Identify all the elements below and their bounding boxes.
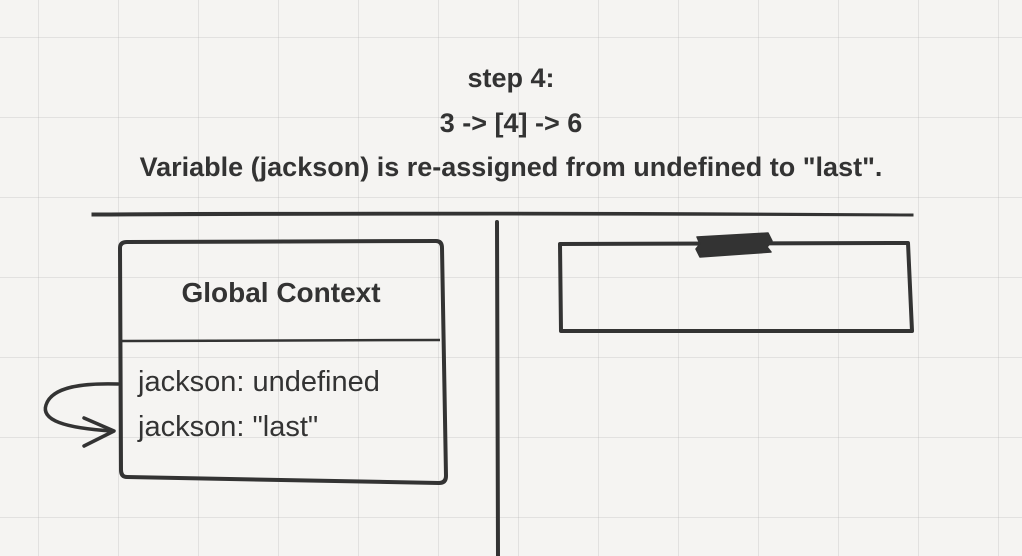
call-stack-box xyxy=(558,241,914,333)
step-title: step 4: xyxy=(467,63,555,93)
arrow-head-icon xyxy=(82,416,116,448)
global-context-title: Global Context xyxy=(181,277,381,308)
variable-entry: jacksonundefined xyxy=(138,365,380,399)
global-context-separator xyxy=(120,338,441,343)
header-divider xyxy=(91,211,914,217)
vertical-divider xyxy=(495,220,500,556)
step-sequence: 3 -> [4] -> 6 xyxy=(439,108,583,138)
variable-name: jackson xyxy=(138,411,252,443)
global-context-box xyxy=(118,239,448,485)
step-description: Variable (jackson) is re-assigned from u… xyxy=(139,152,883,182)
variable-name: jackson xyxy=(138,366,252,398)
variable-value: undefined xyxy=(252,366,380,398)
reassign-arrow-icon xyxy=(43,382,120,433)
variable-value: "last" xyxy=(252,411,319,443)
tape-icon xyxy=(695,232,773,258)
variable-entry: jackson"last" xyxy=(138,410,318,444)
